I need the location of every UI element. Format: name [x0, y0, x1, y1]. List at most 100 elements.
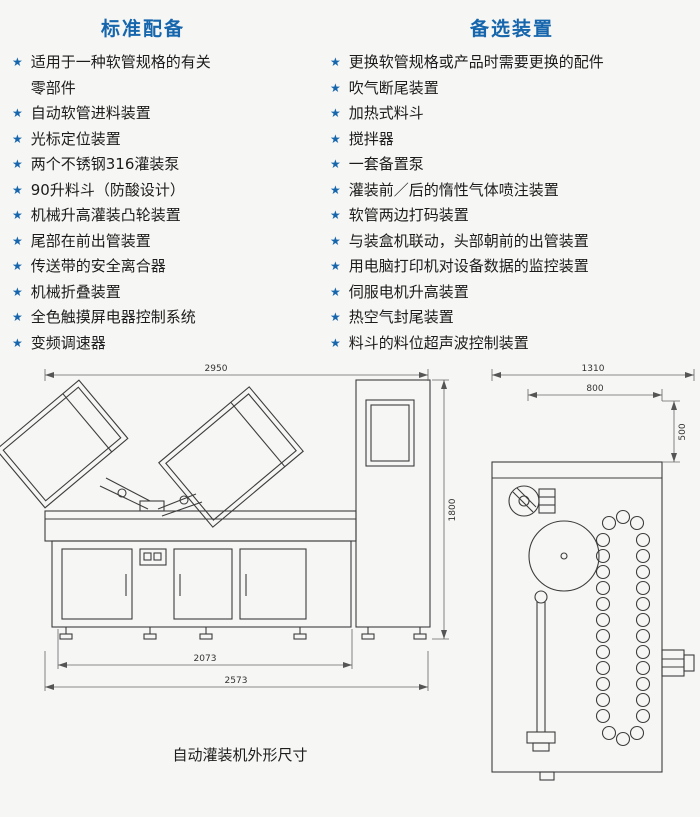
star-bullet-icon: ★: [330, 335, 341, 350]
feature-item: ★ 光标定位装置: [12, 127, 274, 153]
feature-text: 变频调速器: [30, 333, 106, 352]
tube-holder-chain: [595, 509, 651, 747]
feature-text: 一套备置泵: [348, 155, 424, 173]
machine-bed: [44, 510, 357, 542]
front-view: 2950 1800 2073 2573: [0, 364, 458, 691]
side-dimensions: 1310 800 500: [491, 364, 695, 463]
feature-text: 吹气断尾装置: [348, 78, 439, 97]
dim-front-height: 1800: [448, 498, 458, 521]
feature-item: ★ 尾部在前出管装置: [12, 229, 274, 255]
star-bullet-icon: ★: [330, 106, 341, 120]
feature-item: ★ 与装盒机联动，头部朝前的出管装置: [330, 229, 694, 255]
feature-item: ★ 灌装前／后的惰性气体喷注装置: [330, 178, 694, 204]
star-bullet-icon: ★: [12, 310, 23, 324]
star-bullet-icon: ★: [12, 55, 23, 69]
dim-side-inner: 800: [586, 384, 603, 394]
feature-item: ★ 软管两边打码装置: [330, 203, 694, 229]
feature-item: ★ 一套备置泵: [330, 152, 694, 178]
star-bullet-icon: ★: [330, 259, 341, 273]
star-bullet-icon: ★: [330, 55, 341, 69]
feature-text: 传送带的安全离合器: [30, 257, 166, 275]
feature-item: ★ 料斗的料位超声波控制装置: [330, 331, 694, 357]
feature-item: ★ 加热式料斗: [330, 101, 694, 127]
dim-side-depth: 500: [678, 423, 688, 440]
feature-text: 搅拌器: [348, 129, 394, 148]
side-view: 1310 800 500: [491, 364, 695, 781]
star-bullet-icon: ★: [330, 284, 341, 299]
feature-text: 90升料斗（防酸设计）: [30, 180, 185, 199]
feature-item: ★ 更换软管规格或产品时需要更换的配件: [330, 50, 694, 76]
feature-item: ★ 机械折叠装置: [12, 280, 274, 306]
feature-text: 适用于一种软管规格的有关零部件: [30, 53, 211, 97]
star-bullet-icon: ★: [330, 208, 341, 222]
star-bullet-icon: ★: [12, 182, 23, 197]
feature-item: ★ 自动软管进料装置: [12, 101, 274, 127]
feature-text: 更换软管规格或产品时需要更换的配件: [348, 53, 604, 71]
feature-text: 自动软管进料装置: [30, 104, 151, 122]
standard-equipment-title: 标准配备: [100, 18, 185, 40]
feature-item: ★ 全色触摸屏电器控制系统: [12, 305, 274, 331]
star-bullet-icon: ★: [330, 310, 341, 324]
feature-item: ★ 传送带的安全离合器: [12, 254, 274, 280]
feature-item: ★ 搅拌器: [330, 127, 694, 153]
conveyor-arm: [526, 590, 556, 752]
feature-text: 灌装前／后的惰性气体喷注装置: [348, 180, 559, 199]
star-bullet-icon: ★: [330, 80, 341, 95]
feature-text: 用电脑打印机对设备数据的监控装置: [348, 257, 589, 275]
star-bullet-icon: ★: [12, 106, 23, 120]
dim-front-base-inner: 2073: [194, 654, 217, 664]
optional-equipment-section: 备选装置 ★ 更换软管规格或产品时需要更换的配件 ★ 吹气断尾装置 ★ 加热式料…: [330, 14, 694, 356]
feature-item: ★ 吹气断尾装置: [330, 76, 694, 102]
front-dimensions: 2950 1800 2073 2573: [44, 364, 458, 691]
dim-front-base-outer: 2573: [225, 676, 248, 686]
feature-text: 与装盒机联动，头部朝前的出管装置: [348, 231, 589, 250]
feature-item: ★ 热空气封尾装置: [330, 305, 694, 331]
control-cabinet: [355, 379, 431, 628]
star-bullet-icon: ★: [12, 335, 23, 350]
optional-equipment-title: 备选装置: [469, 18, 554, 40]
dim-front-width: 2950: [205, 364, 228, 374]
magazine-supports: [99, 477, 203, 517]
machine-feet: [59, 627, 427, 640]
star-bullet-icon: ★: [330, 131, 341, 146]
side-outlet: [661, 649, 695, 677]
standard-equipment-section: 标准配备 ★ 适用于一种软管规格的有关零部件 ★ 自动软管进料装置 ★ 光标定位…: [12, 14, 274, 356]
turntable: [528, 520, 600, 592]
feature-text: 加热式料斗: [348, 104, 424, 122]
feature-text: 热空气封尾装置: [348, 308, 454, 326]
tube-magazine-left: [0, 379, 129, 509]
machine-dimension-drawing: 2950 1800 2073 2573: [0, 364, 695, 781]
standard-equipment-list: ★ 适用于一种软管规格的有关零部件 ★ 自动软管进料装置 ★ 光标定位装置 ★ …: [12, 50, 274, 356]
side-foot: [539, 771, 555, 781]
star-bullet-icon: ★: [330, 233, 341, 248]
feature-text: 尾部在前出管装置: [30, 231, 151, 250]
star-bullet-icon: ★: [12, 259, 23, 273]
star-bullet-icon: ★: [330, 182, 341, 197]
star-bullet-icon: ★: [12, 208, 23, 222]
star-bullet-icon: ★: [330, 157, 341, 171]
star-bullet-icon: ★: [12, 233, 23, 248]
feature-text: 机械折叠装置: [30, 282, 121, 301]
feature-text: 光标定位装置: [30, 129, 121, 148]
feature-item: ★ 90升料斗（防酸设计）: [12, 178, 274, 204]
drawing-caption: 自动灌装机外形尺寸: [172, 746, 307, 764]
feature-text: 软管两边打码装置: [348, 206, 469, 224]
feature-item: ★ 机械升高灌装凸轮装置: [12, 203, 274, 229]
feature-text: 伺服电机升高装置: [348, 282, 469, 301]
feature-item: ★ 伺服电机升高装置: [330, 280, 694, 306]
star-bullet-icon: ★: [12, 131, 23, 146]
feature-text: 全色触摸屏电器控制系统: [30, 308, 196, 326]
optional-equipment-list: ★ 更换软管规格或产品时需要更换的配件 ★ 吹气断尾装置 ★ 加热式料斗 ★ 搅…: [330, 50, 694, 356]
feature-item: ★ 用电脑打印机对设备数据的监控装置: [330, 254, 694, 280]
feature-item: ★ 适用于一种软管规格的有关零部件: [12, 50, 274, 101]
star-bullet-icon: ★: [12, 157, 23, 171]
star-bullet-icon: ★: [12, 284, 23, 299]
equipment-columns: 标准配备 ★ 适用于一种软管规格的有关零部件 ★ 自动软管进料装置 ★ 光标定位…: [0, 0, 700, 356]
feature-item: ★ 两个不锈钢316灌装泵: [12, 152, 274, 178]
feature-text: 两个不锈钢316灌装泵: [30, 155, 180, 173]
base-cabinet: [51, 540, 352, 628]
side-outline: [491, 461, 663, 773]
motor: [508, 485, 556, 517]
dim-side-width: 1310: [582, 364, 605, 374]
